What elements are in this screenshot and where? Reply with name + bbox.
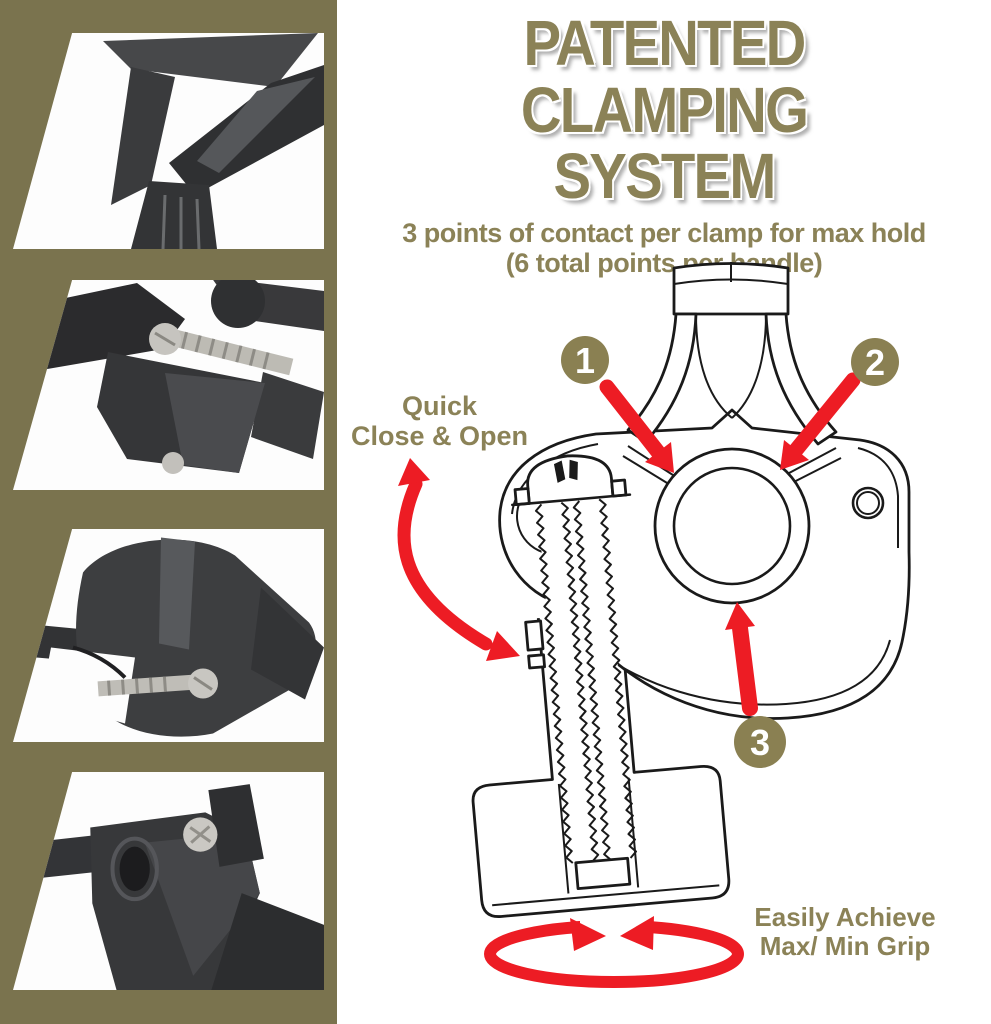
screw-thread-2 bbox=[560, 501, 600, 862]
screw-slot-mark bbox=[553, 460, 566, 483]
screw-assembly-illustration bbox=[13, 280, 324, 474]
marker-3-number: 3 bbox=[750, 722, 770, 763]
arrow-1 bbox=[599, 379, 666, 460]
tube-clamp-ring bbox=[653, 447, 811, 605]
rotate-grip-arrow bbox=[484, 912, 744, 988]
clamp-screw-assembly-photo bbox=[13, 280, 324, 490]
quick-close-open-callout: Quick Close & Open bbox=[342, 391, 537, 451]
clamp-cross-section-diagram: 1 2 3 bbox=[397, 262, 911, 988]
arrow-3 bbox=[732, 620, 758, 716]
subtitle-line-1: 3 points of contact per clamp for max ho… bbox=[402, 217, 926, 248]
pivot-hole bbox=[851, 486, 885, 520]
screw-thread-4 bbox=[598, 498, 638, 859]
marker-1-number: 1 bbox=[575, 340, 595, 381]
bracket-screw-illustration bbox=[13, 784, 324, 990]
arrow-2 bbox=[788, 372, 861, 458]
handle-fork-drawing bbox=[626, 262, 838, 446]
grip-callout-line-2: Max/ Min Grip bbox=[759, 930, 931, 961]
quick-callout-line-1: Quick bbox=[401, 391, 478, 421]
header-block: PATENTED CLAMPING SYSTEM 3 points of con… bbox=[337, 10, 991, 278]
clamp-bracket-screw-photo bbox=[13, 772, 324, 990]
quick-close-open-arrow bbox=[397, 458, 520, 661]
clamp-hook-jaw-photo bbox=[13, 529, 324, 742]
grip-callout-line-1: Easily Achieve bbox=[754, 902, 936, 932]
screw-head-drawing bbox=[511, 454, 632, 507]
marker-1-badge: 1 bbox=[561, 336, 609, 384]
quick-callout-line-2: Close & Open bbox=[350, 420, 529, 451]
photo-strip-panel bbox=[0, 0, 337, 1024]
contact-point-arrows bbox=[599, 372, 861, 716]
max-min-grip-callout: Easily Achieve Max/ Min Grip bbox=[733, 903, 957, 960]
page-title-line-2: SYSTEM bbox=[553, 140, 776, 213]
marker-3-badge: 3 bbox=[734, 716, 786, 768]
screw-end-cap bbox=[574, 856, 632, 891]
clamp-fork-arm-photo bbox=[13, 33, 324, 249]
fork-arm-illustration bbox=[103, 33, 324, 249]
screw-thread-3 bbox=[572, 500, 612, 861]
hook-jaw-illustration bbox=[13, 537, 324, 737]
page-title-line-1: PATENTED CLAMPING bbox=[520, 7, 809, 146]
screw-thread-1 bbox=[534, 503, 574, 864]
marker-2-number: 2 bbox=[865, 342, 885, 383]
marker-2-badge: 2 bbox=[851, 338, 899, 386]
threaded-screw-drawing bbox=[511, 454, 640, 894]
quick-release-latch bbox=[524, 619, 545, 652]
